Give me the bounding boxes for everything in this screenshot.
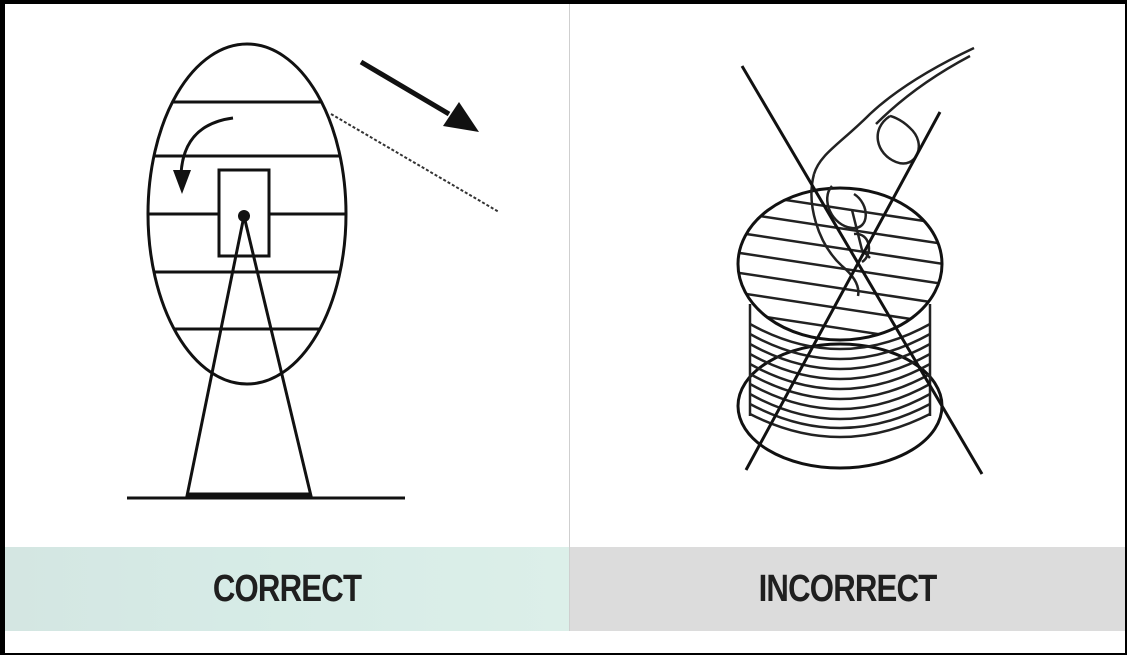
incorrect-caption: INCORRECT <box>620 568 1075 611</box>
reel-stand <box>187 216 311 496</box>
incorrect-caption-band: INCORRECT <box>570 547 1125 631</box>
diagram-frame: CORRECT <box>5 4 1125 653</box>
pull-direction-arrow-icon <box>361 62 449 114</box>
flat-cable-reel-crossed-icon <box>570 4 1125 547</box>
correct-panel: CORRECT <box>5 4 569 653</box>
correct-caption-band: CORRECT <box>5 547 569 631</box>
rotation-arrow-icon <box>181 118 233 174</box>
rotation-arrowhead <box>173 170 191 194</box>
upright-cable-reel-icon <box>5 4 569 547</box>
pull-arrowhead <box>443 102 479 132</box>
bottom-strip <box>5 631 1125 653</box>
correct-caption: CORRECT <box>56 568 518 611</box>
incorrect-panel: INCORRECT <box>570 4 1125 653</box>
